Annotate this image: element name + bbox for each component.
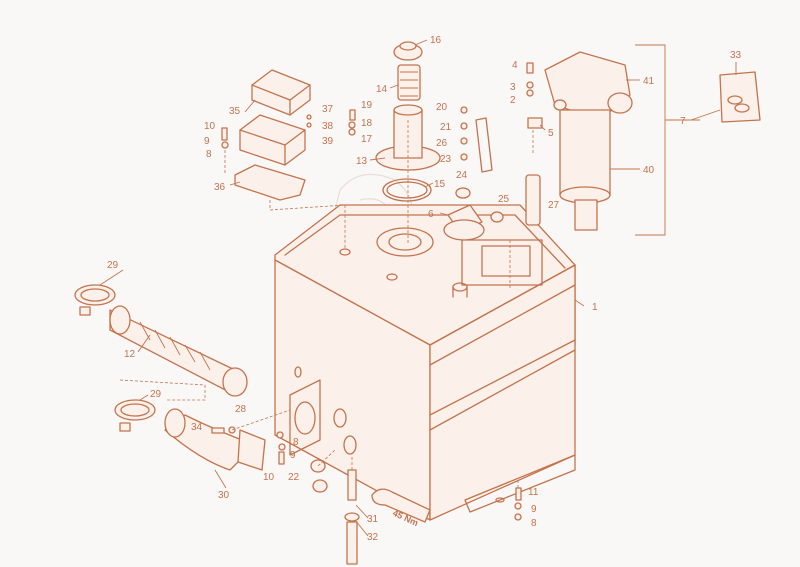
callout-9-right: 9	[531, 504, 537, 515]
callout-38: 38	[322, 121, 334, 132]
breather-24	[455, 187, 471, 199]
assembly-lines	[119, 120, 534, 488]
cover-box-35	[251, 69, 311, 116]
callout-32: 32	[367, 532, 379, 543]
callout-8-center: 8	[293, 437, 299, 448]
callout-15: 15	[434, 179, 446, 190]
screws-37-38	[306, 114, 312, 128]
leader-lines	[99, 39, 737, 537]
callout-17: 17	[361, 134, 373, 145]
bracket-7	[635, 44, 700, 236]
bag-33	[719, 71, 761, 123]
callout-8-left: 8	[206, 149, 212, 160]
callout-24: 24	[456, 170, 468, 181]
callout-29-upper: 29	[107, 260, 119, 271]
callout-10-left: 10	[204, 121, 216, 132]
callout-labels: 1 2 3 4 5 6 7 8 8 8 9 9 9 10 10 11 12 13…	[107, 35, 742, 543]
callout-34: 34	[191, 422, 203, 433]
callout-31: 31	[367, 514, 379, 525]
callout-10-center: 10	[263, 472, 275, 483]
callout-36: 36	[214, 182, 226, 193]
drain-31-32	[344, 469, 360, 565]
callout-7: 7	[680, 116, 686, 127]
screw-10-left	[221, 127, 229, 149]
callout-6: 6	[428, 209, 434, 220]
tank-body	[274, 204, 576, 521]
callout-27: 27	[548, 200, 560, 211]
sensor-5	[527, 117, 543, 129]
callout-3: 3	[510, 82, 516, 93]
hose-12	[109, 305, 248, 397]
callout-9-center: 9	[290, 450, 296, 461]
fitting-25	[490, 211, 504, 223]
callout-21: 21	[440, 122, 452, 133]
callout-2: 2	[510, 95, 516, 106]
gasket-39	[239, 114, 306, 166]
clamp-29-lower	[114, 399, 156, 432]
callout-20: 20	[436, 102, 448, 113]
fittings-20-26	[460, 106, 493, 173]
callout-39: 39	[322, 136, 334, 147]
elbow-pipe-30	[164, 408, 266, 471]
screws-2-4	[526, 62, 534, 97]
callout-23: 23	[440, 154, 452, 165]
callout-29-lower: 29	[150, 389, 162, 400]
callout-22: 22	[288, 472, 300, 483]
callout-28: 28	[235, 404, 247, 415]
callout-19: 19	[361, 100, 373, 111]
callout-11: 11	[528, 487, 539, 498]
callout-1: 1	[592, 302, 598, 313]
screws-8-9-11-right	[514, 487, 522, 521]
callout-25: 25	[498, 194, 510, 205]
plate-36	[234, 164, 306, 201]
filler-cap	[443, 204, 485, 241]
side-cover-plate	[289, 379, 321, 456]
callout-41: 41	[643, 76, 655, 87]
callout-33: 33	[730, 50, 742, 61]
callout-5: 5	[548, 128, 554, 139]
screws-17-19	[348, 109, 356, 136]
level-gauge	[525, 174, 541, 226]
callout-13: 13	[356, 156, 368, 167]
callout-35: 35	[229, 106, 241, 117]
callout-37: 37	[322, 104, 334, 115]
callout-18: 18	[361, 118, 373, 129]
callout-12: 12	[124, 349, 136, 360]
wrench-icon	[371, 488, 431, 523]
suction-filter	[544, 51, 633, 231]
o-ring-15	[382, 178, 432, 202]
callout-4: 4	[512, 60, 518, 71]
callout-26: 26	[436, 138, 448, 149]
screws-8-9-10-center	[276, 431, 286, 465]
cap-16	[393, 41, 423, 61]
callout-14: 14	[376, 84, 388, 95]
callout-40: 40	[643, 165, 655, 176]
screws-34-28	[211, 426, 236, 434]
filter-element-14	[397, 64, 421, 101]
callout-16: 16	[430, 35, 442, 46]
callout-8-right: 8	[531, 518, 537, 529]
callout-30: 30	[218, 490, 230, 501]
clamp-29-upper	[74, 284, 116, 316]
plugs-22	[310, 459, 328, 493]
callout-9-left: 9	[204, 136, 210, 147]
